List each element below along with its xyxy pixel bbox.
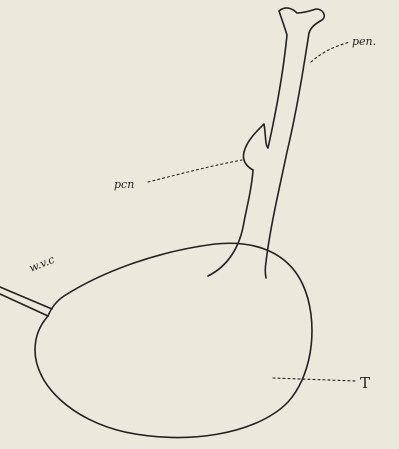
- label-T: T: [360, 374, 370, 392]
- label-pcn: pcn: [114, 178, 134, 191]
- label-pen: pen.: [352, 35, 376, 48]
